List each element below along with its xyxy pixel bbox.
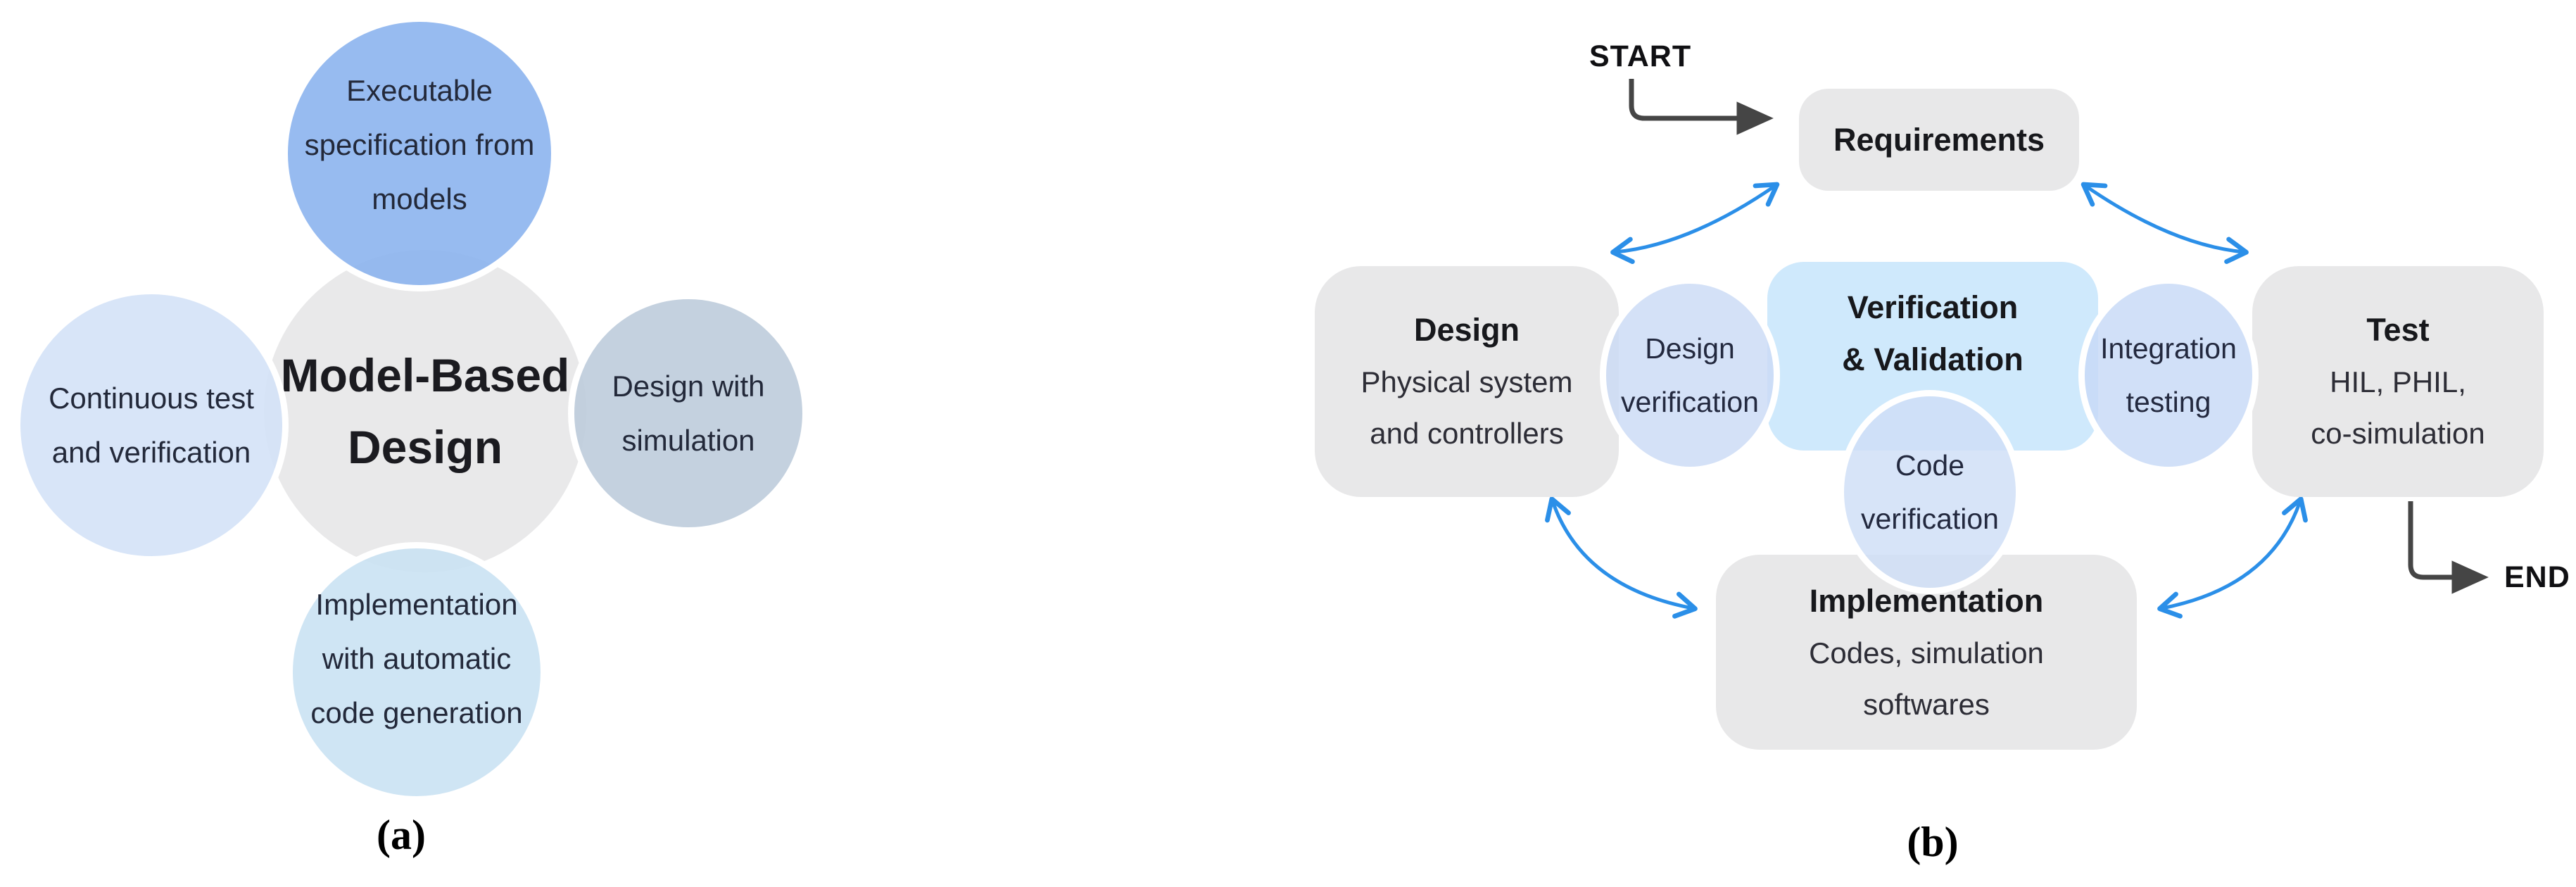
- right-circle-line2: simulation: [621, 424, 755, 457]
- top-circle-line2: specification from: [304, 127, 535, 161]
- design-verification-line1: Design: [1645, 332, 1735, 365]
- end-arrow: [2408, 501, 2489, 594]
- left-circle-line2: and verification: [51, 436, 251, 469]
- design-box: Design Physical system and controllers: [1315, 266, 1619, 497]
- bottom-circle-line2: with automatic: [322, 641, 512, 675]
- panel-a-left-circle: Continuous test and verification: [14, 288, 289, 562]
- integration-testing-circle: Integration testing: [2078, 277, 2259, 473]
- vv-line1: Verification: [1847, 289, 2019, 325]
- design-verification-line2: verification: [1621, 386, 1759, 418]
- panel-a-right-circle: Design with simulation: [568, 293, 809, 534]
- verification-validation-box: Verification & Validation: [1767, 262, 2098, 451]
- arrow-implementation-test: [2157, 496, 2308, 619]
- left-circle-line1: Continuous test: [49, 382, 254, 415]
- mbd-title-line2: Design: [347, 421, 503, 473]
- bottom-circle-line1: Implementation: [315, 587, 518, 621]
- panel-a-top-circle: Executable specification from models: [282, 15, 557, 291]
- integration-testing-line1: Integration: [2100, 332, 2237, 365]
- panel-a-center-circle: Model-Based Design: [264, 250, 586, 572]
- arrow-requirements-test: [2081, 182, 2249, 264]
- arrow-requirements-design: [1610, 182, 1780, 265]
- test-box: Test HIL, PHIL, co-simulation: [2252, 266, 2544, 497]
- right-circle-line1: Design with: [612, 370, 765, 403]
- test-title: Test: [2366, 312, 2430, 348]
- start-arrow: [1629, 79, 1774, 135]
- test-line2: co-simulation: [2311, 417, 2485, 450]
- end-label: END: [2504, 560, 2570, 594]
- code-verification-line1: Code: [1895, 449, 1964, 482]
- implementation-line2: softwares: [1863, 687, 1990, 721]
- design-line1: Physical system: [1360, 365, 1573, 398]
- top-circle-line3: models: [372, 182, 467, 215]
- design-title: Design: [1413, 312, 1520, 348]
- arrow-design-implementation: [1545, 496, 1698, 619]
- test-line1: HIL, PHIL,: [2330, 365, 2466, 398]
- design-line2: and controllers: [1370, 417, 1564, 450]
- start-label: START: [1589, 39, 1692, 73]
- vv-line2: & Validation: [1842, 341, 2023, 377]
- code-verification-line2: verification: [1861, 503, 1999, 535]
- requirements-box: Requirements: [1799, 89, 2079, 191]
- bottom-circle-line3: code generation: [310, 696, 523, 729]
- implementation-line1: Codes, simulation: [1809, 636, 2044, 669]
- integration-testing-line2: testing: [2126, 386, 2211, 418]
- top-circle-line1: Executable: [346, 73, 493, 107]
- panel-a-label: (a): [377, 812, 426, 858]
- requirements-title: Requirements: [1833, 121, 2045, 158]
- design-verification-circle: Design verification: [1600, 277, 1780, 473]
- mbd-title-line1: Model-Based: [280, 349, 570, 401]
- panel-b-label: (b): [1907, 819, 1959, 865]
- code-verification-circle: Code verification: [1838, 390, 2022, 594]
- panel-a-bottom-circle: Implementation with automatic code gener…: [286, 542, 547, 803]
